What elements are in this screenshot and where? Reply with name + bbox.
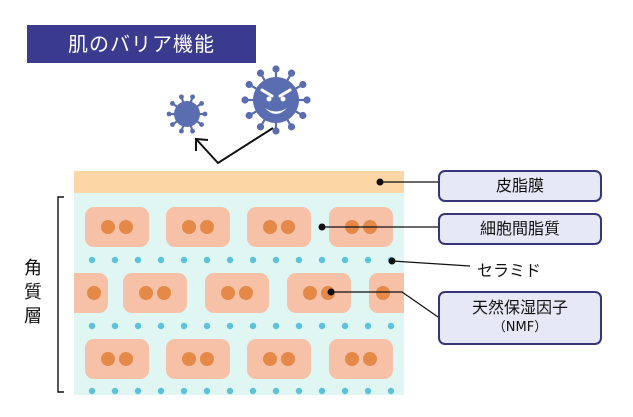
- ceramide-dot: [203, 387, 211, 395]
- sebum-label: 皮脂膜: [438, 170, 602, 202]
- cell-nucleus: [363, 352, 377, 366]
- ceramide-dot: [226, 387, 234, 395]
- ceramide-label: セラミド: [477, 261, 542, 280]
- ceramide-dot: [203, 256, 211, 264]
- cell-nucleus: [119, 220, 133, 234]
- ceramide-dot: [111, 256, 119, 264]
- cell-nucleus: [263, 220, 277, 234]
- corneocyte-cell: [287, 273, 351, 313]
- ceramide-dot: [134, 387, 142, 395]
- ceramide-dot: [157, 322, 165, 330]
- ceramide-dot: [295, 256, 303, 264]
- cell-nucleus: [345, 352, 359, 366]
- ceramide-dot: [180, 387, 188, 395]
- nmf-label: 天然保湿因子 （NMF）: [438, 291, 602, 345]
- ceramide-dot: [364, 387, 372, 395]
- ceramide-dot: [295, 387, 303, 395]
- side-label-char: 層: [24, 306, 42, 327]
- ceramide-dot: [157, 387, 165, 395]
- ceramide-dot: [180, 256, 188, 264]
- corneocyte-cell: [85, 207, 149, 247]
- ceramide-dot: [272, 387, 280, 395]
- ceramide-dot: [226, 256, 234, 264]
- ceramide-dot: [180, 322, 188, 330]
- ceramide-dot: [318, 256, 326, 264]
- ceramide-dot: [318, 322, 326, 330]
- cell-nucleus: [119, 352, 133, 366]
- ceramide-dot: [88, 256, 96, 264]
- cell-nucleus: [101, 220, 115, 234]
- ceramide-dot: [364, 256, 372, 264]
- ceramide-dot: [157, 256, 165, 264]
- virus-small-icon: [166, 94, 208, 134]
- cell-nucleus: [182, 352, 196, 366]
- ceramide-dot: [134, 322, 142, 330]
- corneocyte-cell: [247, 207, 311, 247]
- virus-icon: [241, 65, 311, 135]
- ceramide-dot: [295, 322, 303, 330]
- ceramide-dot: [341, 387, 349, 395]
- cell-nucleus: [281, 220, 295, 234]
- ceramide-dot: [249, 322, 257, 330]
- repel-arrow: [195, 127, 274, 165]
- cell-nucleus: [281, 352, 295, 366]
- corneocyte-cell: [85, 339, 149, 379]
- cell-nucleus: [376, 286, 390, 300]
- cell-nucleus: [200, 220, 214, 234]
- ceramide-dot: [111, 322, 119, 330]
- cell-nucleus: [263, 352, 277, 366]
- side-label-char: 角: [24, 258, 42, 279]
- ceramide-dot: [272, 322, 280, 330]
- diagram-title: 肌のバリア機能: [27, 25, 256, 63]
- ceramide-dot: [249, 256, 257, 264]
- cell-nucleus: [182, 220, 196, 234]
- cell-nucleus: [303, 286, 317, 300]
- cell-nucleus: [157, 286, 171, 300]
- corneocyte-cell: [166, 207, 230, 247]
- ceramide-dot: [387, 387, 395, 395]
- ceramide-dot: [203, 322, 211, 330]
- ceramide-dot: [272, 256, 280, 264]
- ceramide-dot: [318, 387, 326, 395]
- corneocyte-cell: [329, 339, 393, 379]
- ceramide-dot: [341, 322, 349, 330]
- cell-nucleus: [139, 286, 153, 300]
- ceramide-dot: [88, 322, 96, 330]
- corneocyte-cell: [205, 273, 269, 313]
- side-label-char: 質: [24, 282, 42, 303]
- leader-lines: [318, 178, 471, 318]
- cell-nucleus: [200, 352, 214, 366]
- nmf-label-line2: （NMF）: [492, 320, 548, 335]
- ceramide-dot: [111, 387, 119, 395]
- stratum-corneum-label: 角 質 層: [22, 257, 44, 329]
- ceramide-dot: [134, 256, 142, 264]
- intercellular-lipid-label: 細胞間脂質: [438, 213, 602, 245]
- ceramide-dot: [364, 322, 372, 330]
- ceramide-dot: [249, 387, 257, 395]
- cell-nucleus: [221, 286, 235, 300]
- ceramide-dot: [226, 322, 234, 330]
- corneocyte-cell: [247, 339, 311, 379]
- cell-nucleus: [101, 352, 115, 366]
- corneocytes: [74, 207, 404, 379]
- ceramide-dot: [88, 387, 96, 395]
- ceramide-dot: [387, 322, 395, 330]
- sebum-layer: [74, 171, 404, 193]
- ceramide-dots: [88, 256, 395, 395]
- corneocyte-cell: [166, 339, 230, 379]
- corneocyte-cell: [123, 273, 187, 313]
- stratum-bracket: [57, 196, 64, 393]
- cell-nucleus: [239, 286, 253, 300]
- ceramide-dot: [341, 256, 349, 264]
- nmf-label-line1: 天然保湿因子: [471, 298, 568, 317]
- cell-nucleus: [87, 286, 101, 300]
